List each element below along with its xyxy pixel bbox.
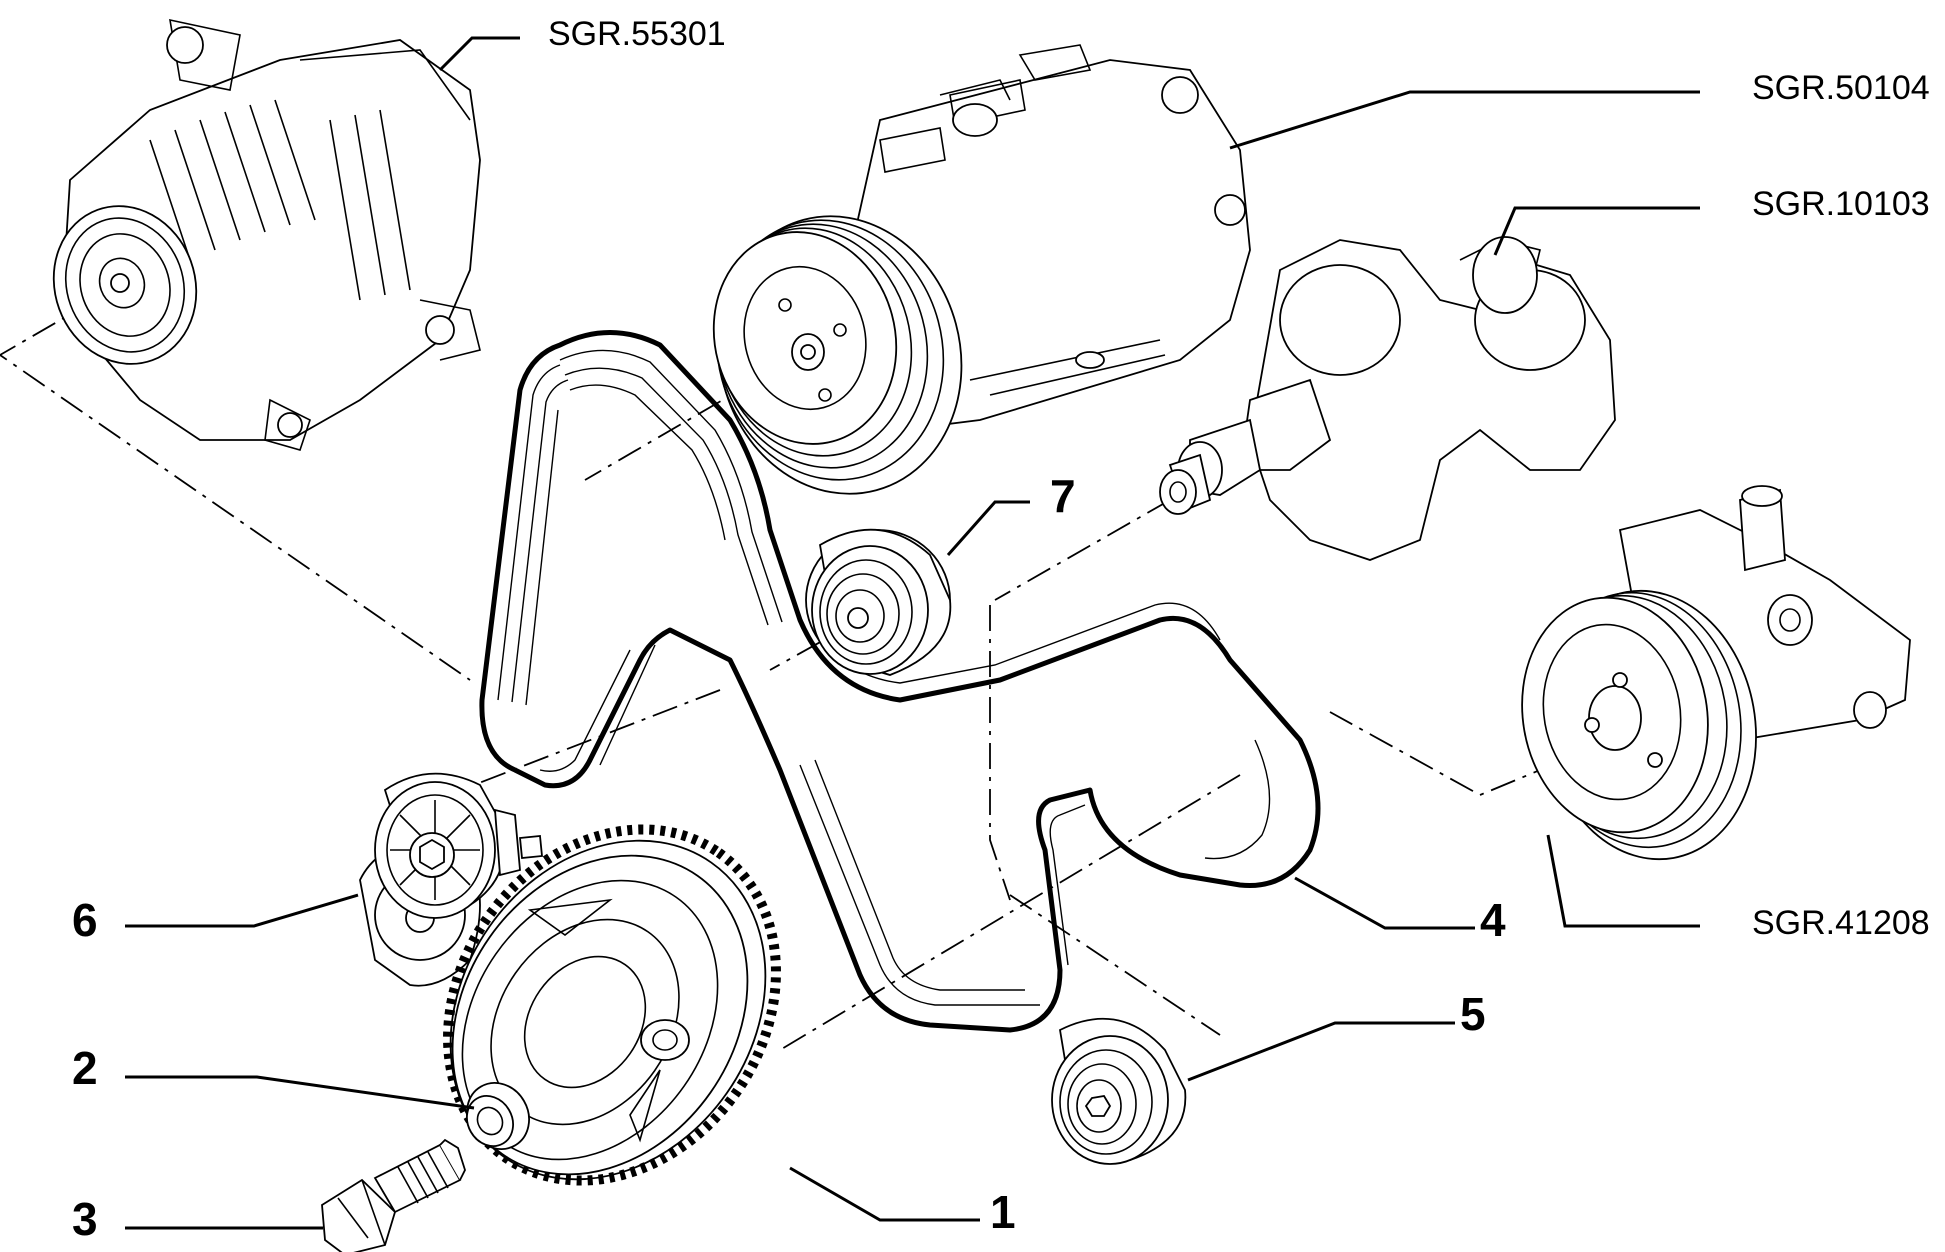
label-sgr-10103: SGR.10103 [1752,185,1930,223]
poly-v-belt [479,330,1321,1033]
bolt-threads [397,1151,449,1204]
label-part-2: 2 [72,1042,98,1094]
callout-labels: SGR.55301 SGR.50104 SGR.10103 SGR.41208 … [72,15,1930,1245]
pump-pulley [1521,589,1757,861]
label-part-7: 7 [1050,470,1076,522]
label-sgr-55301: SGR.55301 [548,15,726,53]
ac-compressor [712,44,1251,495]
crankshaft [1159,236,1616,561]
label-part-3: 3 [72,1193,98,1245]
pulley-teeth [443,824,781,1186]
crankshaft-pulley [443,824,781,1186]
alternator-pulley [52,205,198,365]
washer [466,1082,530,1150]
label-sgr-41208: SGR.41208 [1752,904,1930,942]
label-part-1: 1 [990,1186,1016,1238]
compressor-pulley [712,215,963,495]
label-sgr-50104: SGR.50104 [1752,69,1930,107]
bolt [321,1138,466,1252]
idler-pulley-upper [805,528,952,676]
belt-tensioner [359,772,543,987]
label-part-4: 4 [1480,894,1506,946]
crankshaft-nose [1159,378,1332,515]
power-steering-pump [1521,485,1911,861]
leader-lines [125,36,1700,1230]
idler-pulley-lower [1051,1017,1187,1165]
label-part-5: 5 [1460,988,1486,1040]
alternator-fins [149,99,411,301]
label-part-6: 6 [72,894,98,946]
alternator [52,18,481,451]
